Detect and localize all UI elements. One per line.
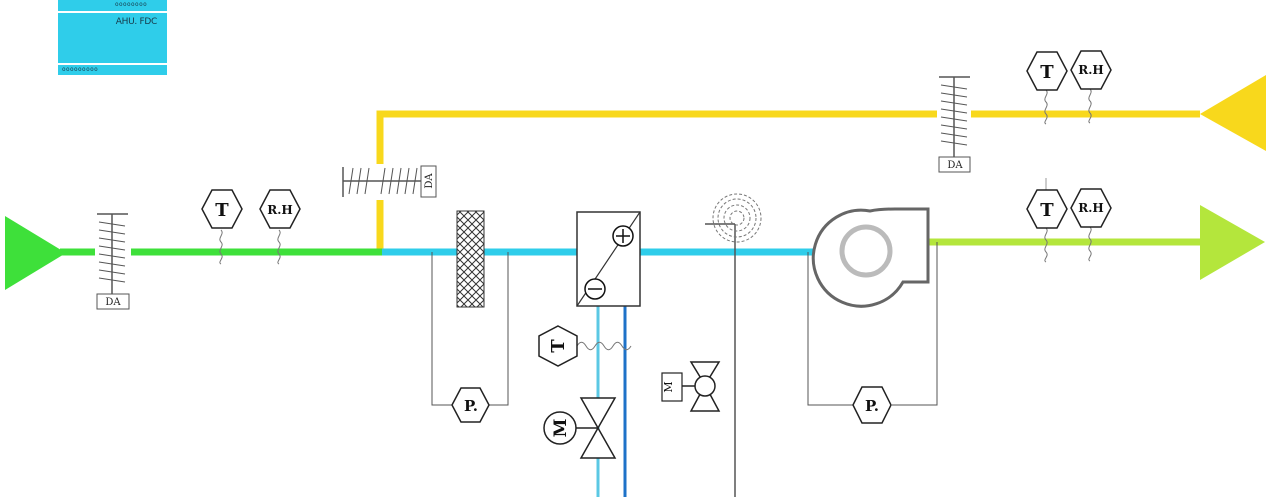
- return-air-humidity-sensor[interactable]: R.H: [1070, 50, 1112, 124]
- return-air-arrow: [1200, 75, 1266, 151]
- damper-label: DA: [105, 297, 121, 308]
- pressure-label: P.: [865, 397, 879, 415]
- controller-top-leds: oooooooo: [115, 1, 148, 8]
- water-temp-sensor[interactable]: T: [538, 325, 632, 367]
- humidifier-icon[interactable]: [705, 193, 762, 497]
- return-air-temp-sensor[interactable]: T: [1026, 51, 1068, 125]
- fresh-air-damper[interactable]: DA: [96, 213, 130, 310]
- valve-icon[interactable]: M: [543, 397, 617, 459]
- fan-diff-pressure[interactable]: P.: [807, 242, 938, 424]
- temp-label: T: [1040, 62, 1054, 83]
- return-air-damper[interactable]: DA: [938, 76, 971, 173]
- supply-air-arrow: [1200, 205, 1265, 280]
- fresh-air-temp-sensor[interactable]: T: [201, 189, 243, 265]
- temp-label: T: [215, 200, 229, 221]
- temp-label: T: [548, 339, 569, 353]
- humidity-label: R.H: [1078, 201, 1104, 215]
- damper-label: DA: [424, 173, 435, 189]
- motor-label: M: [551, 418, 571, 437]
- filter-icon[interactable]: [456, 210, 485, 308]
- humidity-label: R.H: [1078, 63, 1104, 77]
- return-air-duct: [376, 110, 1200, 253]
- pressure-label: P.: [464, 397, 478, 415]
- controller-top-rail: [58, 11, 167, 13]
- controller-bottom-leds: ooooooooo: [62, 66, 99, 73]
- supply-air-humidity-sensor[interactable]: R.H: [1070, 188, 1112, 262]
- filter-diff-pressure[interactable]: P.: [431, 252, 509, 423]
- cooling-coil-icon[interactable]: [576, 211, 641, 307]
- humidifier-valve[interactable]: M: [661, 361, 721, 412]
- mixing-damper[interactable]: DA: [342, 165, 437, 198]
- fresh-air-inlet-arrow: [5, 216, 66, 290]
- supply-air-temp-sensor[interactable]: T: [1026, 178, 1068, 263]
- humidity-label: R.H: [267, 203, 293, 217]
- fan-icon[interactable]: [811, 207, 930, 308]
- controller-label: AHU. FDC: [115, 17, 158, 27]
- damper-label: DA: [947, 160, 963, 171]
- controller-bottom-rail: [58, 63, 167, 65]
- temp-label: T: [1040, 200, 1054, 221]
- ahu-controller[interactable]: oooooooo AHU. FDC ooooooooo: [58, 0, 167, 75]
- motor-label: M: [662, 381, 675, 392]
- fresh-air-humidity-sensor[interactable]: R.H: [259, 189, 301, 265]
